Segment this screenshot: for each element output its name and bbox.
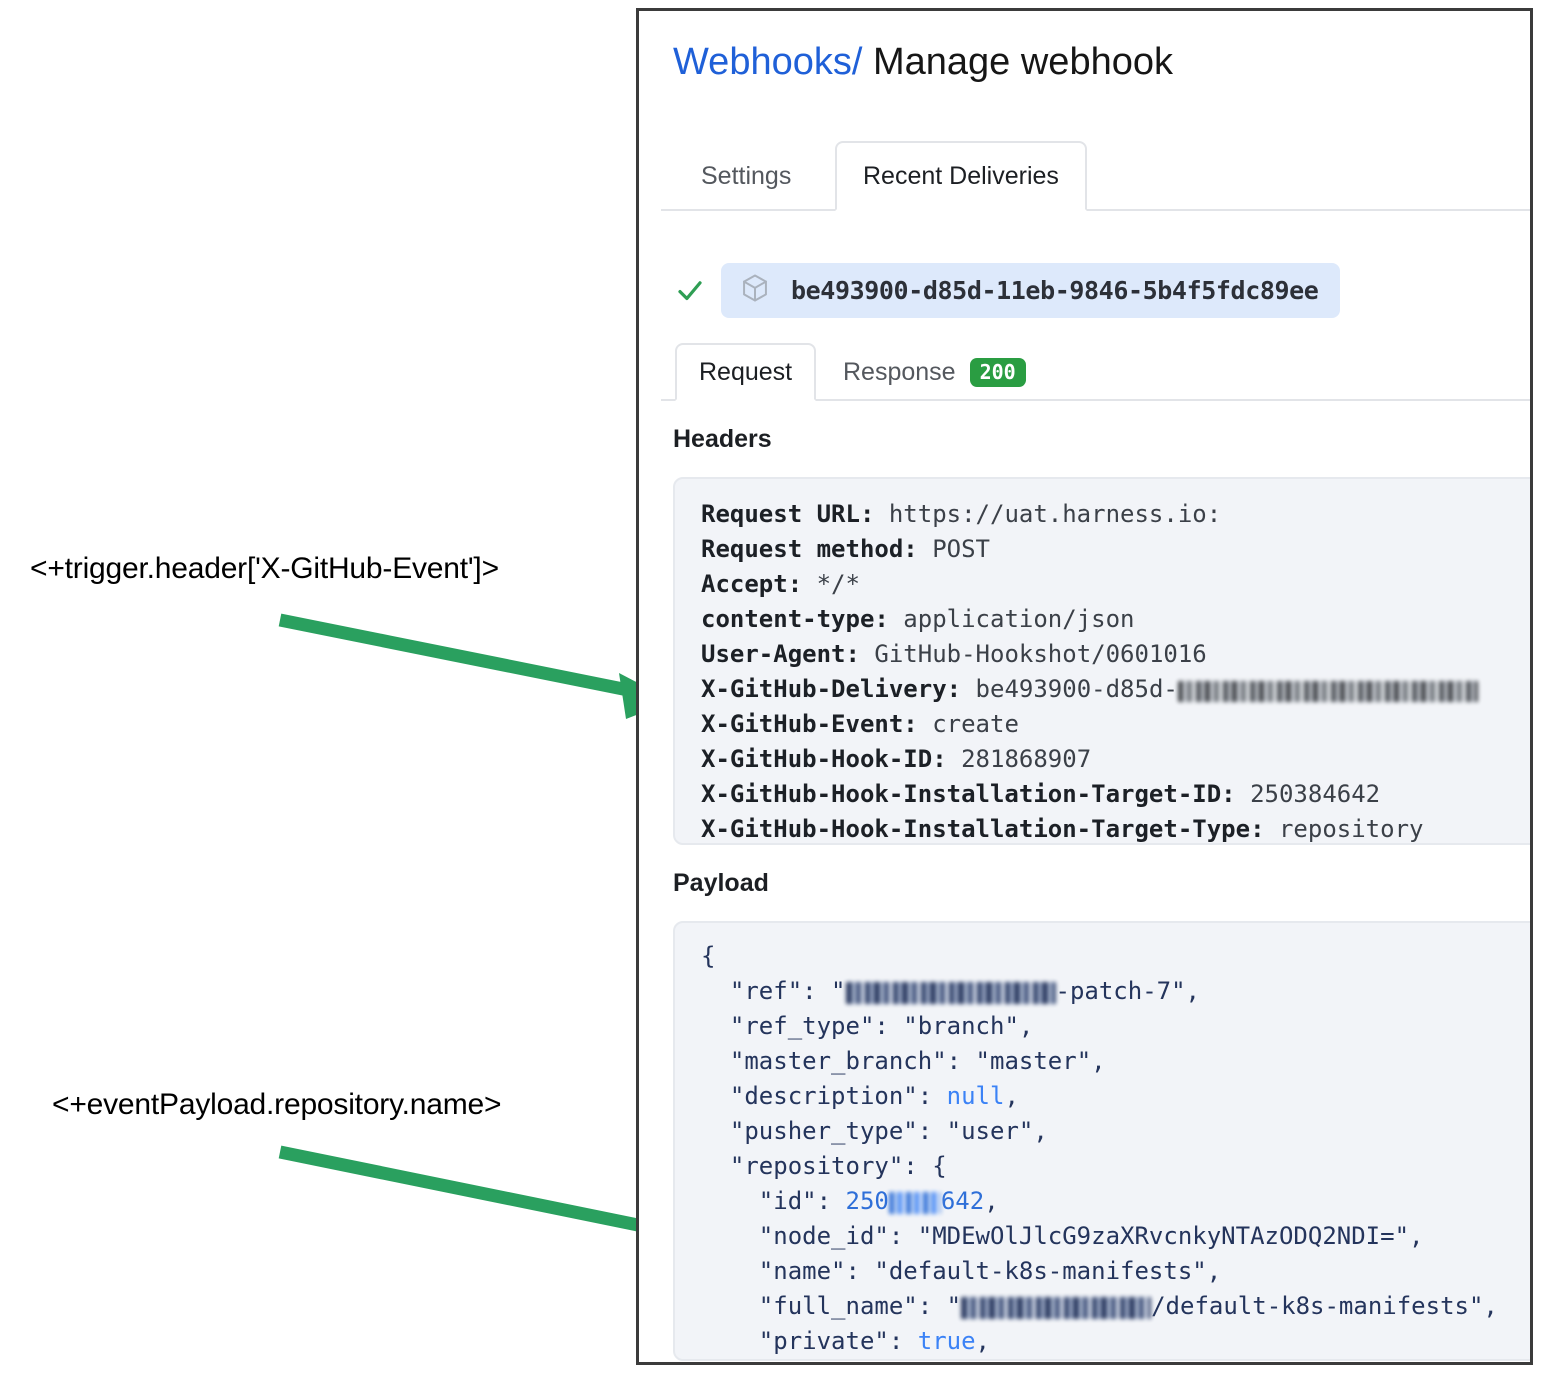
header-value: https://uat.harness.io: [888,500,1222,528]
payload-line: /default-k8s-manifests", [1151,1292,1498,1320]
header-key: Accept: [701,570,803,598]
payload-line: "master_branch": "master", [729,1047,1106,1075]
payload-line: , [984,1187,999,1215]
header-key: Request method: [701,535,918,563]
breadcrumb-link-webhooks[interactable]: Webhooks [673,41,852,83]
breadcrumb-current: Manage webhook [872,41,1173,83]
tab-underline [661,209,1530,211]
payload-line: { [701,942,716,970]
delivery-id-pill[interactable]: be493900-d85d-11eb-9846-5b4f5fdc89ee [721,263,1341,318]
page-title: Webhooks/ Manage webhook [673,41,1173,84]
redacted-owner-name [845,982,1056,1004]
tab-response[interactable]: Response 200 [821,343,1048,401]
request-response-tabs: Request Response 200 [661,331,1530,401]
payload-line: "ref_type": "branch", [729,1012,1034,1040]
header-value: 281868907 [961,745,1092,773]
payload-line: "description": null, [729,1082,1019,1110]
payload-line: "private": true, [758,1327,990,1355]
webhook-tabs: Settings Recent Deliveries [661,123,1530,211]
header-key: X-GitHub-Hook-Installation-Target-Type: [701,815,1265,843]
header-key: X-GitHub-Hook-Installation-Target-ID: [701,780,1236,808]
annotation-label-header-expression: <+trigger.header['X-GitHub-Event']> [30,552,499,585]
header-key: content-type: [701,605,889,633]
redacted-delivery-id [1177,681,1478,702]
delivery-row[interactable]: be493900-d85d-11eb-9846-5b4f5fdc89ee [673,263,1341,318]
annotation-label-payload-expression: <+eventPayload.repository.name> [52,1088,502,1121]
payload-line: "name": "default-k8s-manifests", [758,1257,1222,1285]
header-value: GitHub-Hookshot/0601016 [874,640,1207,668]
section-label-payload: Payload [673,869,769,897]
header-value: */* [816,570,860,598]
header-key: X-GitHub-Event: [701,710,918,738]
payload-line: 642 [940,1187,985,1215]
headers-code-block: Request URL: https://uat.harness.io: Req… [673,477,1530,845]
package-cube-icon [739,272,771,309]
check-icon [673,274,707,308]
section-label-headers: Headers [673,425,772,453]
header-value: repository [1278,815,1424,843]
payload-line: "node_id": "MDEwOlJlcG9zaXRvcnkyNTAzODQ2… [758,1222,1424,1250]
redacted-repo-id [888,1192,941,1214]
header-value: create [932,710,1019,738]
tab-recent-deliveries[interactable]: Recent Deliveries [835,141,1087,211]
header-value: be493900-d85d- [975,675,1178,703]
tab-request[interactable]: Request [675,343,817,401]
header-value: POST [932,535,990,563]
header-value: application/json [903,605,1135,633]
tab-settings[interactable]: Settings [701,161,792,190]
header-key: Request URL: [701,500,875,528]
header-key: X-GitHub-Hook-ID: [701,745,947,773]
payload-line: -patch-7", [1055,977,1201,1005]
inner-tab-underline [661,399,1530,401]
webhook-panel: Webhooks/ Manage webhook Settings Recent… [636,8,1533,1365]
payload-code-block: { "ref": " -patch-7", "ref_type": "branch… [673,921,1530,1361]
header-value: 250384642 [1250,780,1381,808]
header-key: User-Agent: [701,640,860,668]
status-badge: 200 [969,357,1026,387]
payload-line: "repository": { [729,1152,947,1180]
payload-line: "id": 250 [758,1187,889,1215]
payload-line: "pusher_type": "user", [729,1117,1048,1145]
redacted-owner-login [961,1297,1152,1319]
breadcrumb-separator: / [851,41,863,83]
payload-line: "ref": " [729,977,846,1005]
tab-response-label: Response [843,357,956,386]
tab-request-label: Request [699,357,793,386]
delivery-id-text: be493900-d85d-11eb-9846-5b4f5fdc89ee [791,276,1319,305]
payload-line: "full_name": " [758,1292,962,1320]
header-key: X-GitHub-Delivery: [701,675,962,703]
